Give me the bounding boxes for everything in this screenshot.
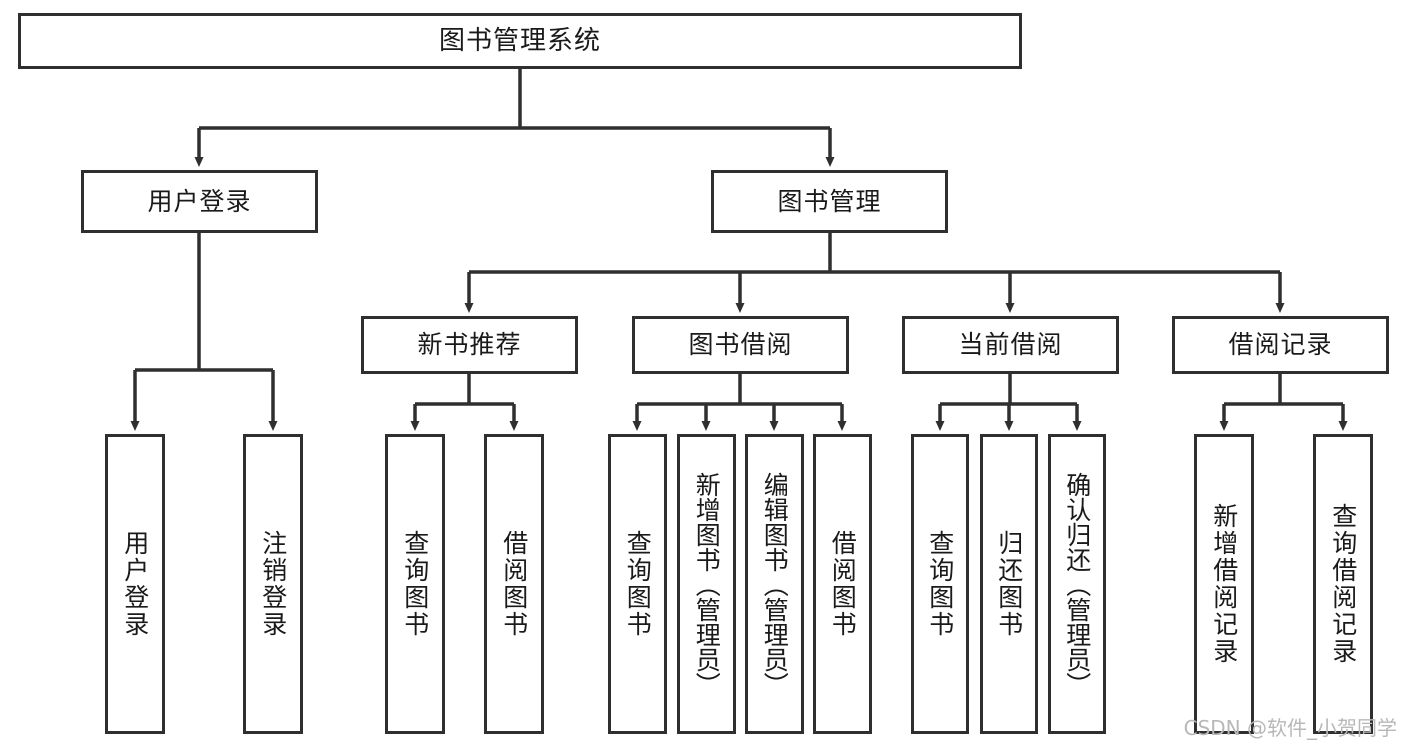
node-new-book-recommendation[interactable]: 新书推荐 [361, 316, 578, 374]
leaf-query-book-current-label: 查询图书 [925, 530, 955, 638]
leaf-confirm-return-admin[interactable]: 确认归还（管理员） [1048, 434, 1106, 734]
leaf-query-book-borrowing[interactable]: 查询图书 [608, 434, 667, 734]
leaf-borrow-book-recommend-label: 借阅图书 [499, 530, 529, 638]
node-book-borrowing[interactable]: 图书借阅 [632, 316, 849, 374]
node-book-management[interactable]: 图书管理 [711, 170, 948, 233]
leaf-add-book-admin[interactable]: 新增图书（管理员） [677, 434, 736, 734]
node-borrowing-record[interactable]: 借阅记录 [1172, 316, 1389, 374]
leaf-query-book-borrowing-label: 查询图书 [623, 530, 653, 638]
leaf-query-borrow-record[interactable]: 查询借阅记录 [1313, 434, 1373, 734]
leaf-add-book-admin-label: 新增图书（管理员） [692, 471, 722, 697]
leaf-return-book-label: 归还图书 [994, 530, 1024, 638]
leaf-edit-book-admin[interactable]: 编辑图书（管理员） [745, 434, 804, 734]
leaf-confirm-return-admin-label: 确认归还（管理员） [1062, 471, 1092, 697]
node-current-borrowing-label: 当前借阅 [958, 330, 1063, 360]
leaf-logout[interactable]: 注销登录 [243, 434, 303, 734]
leaf-user-login-label: 用户登录 [120, 530, 150, 638]
leaf-edit-book-admin-label: 编辑图书（管理员） [760, 471, 790, 697]
node-borrowing-record-label: 借阅记录 [1228, 330, 1333, 360]
node-current-borrowing[interactable]: 当前借阅 [902, 316, 1119, 374]
node-book-borrowing-label: 图书借阅 [688, 330, 793, 360]
node-user-login[interactable]: 用户登录 [81, 170, 318, 233]
node-new-book-recommendation-label: 新书推荐 [417, 330, 522, 360]
leaf-logout-label: 注销登录 [258, 530, 288, 638]
leaf-query-book-current[interactable]: 查询图书 [911, 434, 969, 734]
node-root-book-management-system[interactable]: 图书管理系统 [18, 13, 1022, 69]
leaf-add-borrow-record[interactable]: 新增借阅记录 [1194, 434, 1254, 734]
node-book-management-label: 图书管理 [777, 186, 882, 216]
leaf-user-login[interactable]: 用户登录 [105, 434, 165, 734]
leaf-query-book-recommend[interactable]: 查询图书 [385, 434, 445, 734]
leaf-borrow-book-borrowing-label: 借阅图书 [828, 530, 858, 638]
leaf-borrow-book-recommend[interactable]: 借阅图书 [484, 434, 544, 734]
leaf-query-book-recommend-label: 查询图书 [400, 530, 430, 638]
node-user-login-label: 用户登录 [147, 186, 252, 216]
leaf-add-borrow-record-label: 新增借阅记录 [1209, 503, 1239, 665]
leaf-return-book[interactable]: 归还图书 [980, 434, 1038, 734]
leaf-query-borrow-record-label: 查询借阅记录 [1328, 503, 1358, 665]
csdn-watermark: CSDN @软件_小贺同学 [1183, 716, 1397, 740]
leaf-borrow-book-borrowing[interactable]: 借阅图书 [813, 434, 872, 734]
node-root-label: 图书管理系统 [438, 25, 601, 56]
